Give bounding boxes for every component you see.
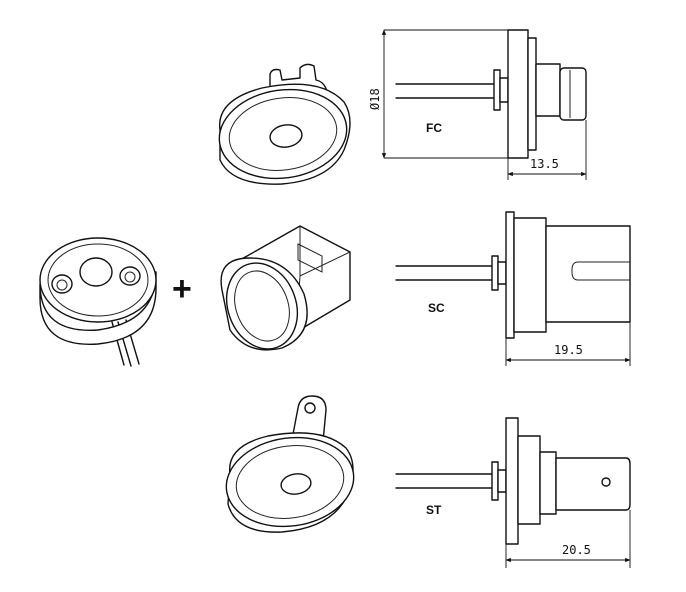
fc-dimension: 13.5 — [530, 157, 559, 171]
sc-label: SC — [428, 301, 445, 315]
fc-diameter: Ø18 — [368, 88, 382, 110]
mount-hole-left-icon — [51, 274, 73, 294]
fc-label: FC — [426, 121, 442, 135]
mount-hole-right-icon — [119, 266, 141, 286]
st-label: ST — [426, 503, 442, 517]
to-can-package — [39, 237, 157, 367]
sc-adapter-3d — [220, 225, 351, 351]
lens-icon — [79, 257, 113, 287]
st-adapter-3d — [225, 395, 355, 533]
fc-side-drawing: Ø18 13.5 FC — [368, 29, 587, 180]
plus-sign: + — [172, 270, 192, 308]
st-dimension: 20.5 — [562, 543, 591, 557]
sc-dimension: 19.5 — [554, 343, 583, 357]
fc-adapter-3d — [218, 63, 351, 185]
sc-side-drawing: 19.5 SC — [395, 211, 631, 366]
st-side-drawing: 20.5 ST — [395, 417, 631, 568]
